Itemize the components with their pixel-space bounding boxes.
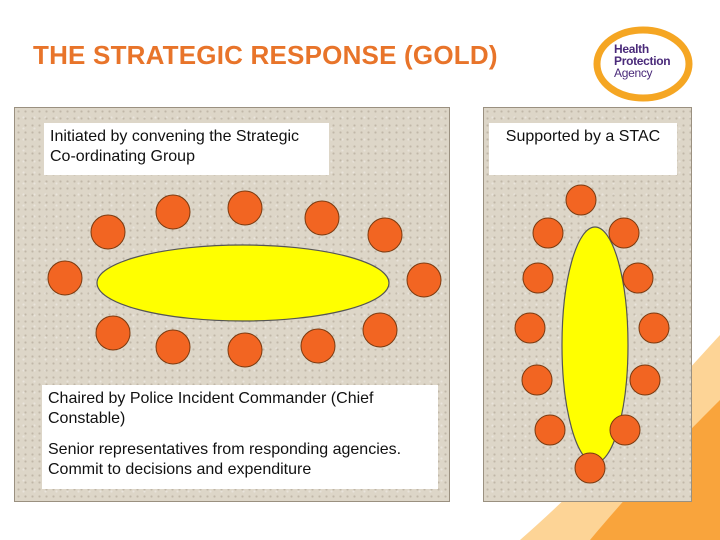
- strategic-group-seat-8: [300, 328, 336, 364]
- stac-seat-5: [622, 262, 654, 294]
- strategic-group-seat-1: [90, 214, 126, 250]
- strategic-group-seat-10: [155, 329, 191, 365]
- stac-seat-3: [608, 217, 640, 249]
- stac-seat-10: [534, 414, 566, 446]
- strategic-group-table: [96, 244, 390, 322]
- strategic-group-seat-9: [227, 332, 263, 368]
- strategic-group-seat-11: [95, 315, 131, 351]
- initiated-by-label: Initiated by convening the Strategic Co-…: [44, 123, 329, 175]
- senior-representatives-text: Senior representatives from responding a…: [48, 441, 402, 478]
- stac-seat-7: [638, 312, 670, 344]
- logo-line-2: Protection: [614, 54, 671, 68]
- slide-title: THE STRATEGIC RESPONSE (GOLD): [33, 40, 498, 70]
- supported-by-label: Supported by a STAC: [489, 123, 677, 175]
- logo-line-1: Health: [614, 42, 649, 56]
- strategic-group-seat-7: [362, 312, 398, 348]
- chaired-by-text: Chaired by Police Incident Commander (Ch…: [48, 390, 374, 427]
- strategic-group-seat-2: [155, 194, 191, 230]
- strategic-group-seats: [47, 190, 442, 368]
- stac-seats: [514, 184, 670, 484]
- strategic-group-seat-4: [304, 200, 340, 236]
- stac-seat-1: [565, 184, 597, 216]
- stac-seat-2: [532, 217, 564, 249]
- stac-seat-11: [609, 414, 641, 446]
- logo-line-3: Agency: [614, 66, 653, 80]
- strategic-group-seat-12: [47, 260, 83, 296]
- hpa-logo-text: Health Protection Agency: [614, 42, 671, 80]
- stac-seat-6: [514, 312, 546, 344]
- stac-seat-9: [629, 364, 661, 396]
- stac-seat-12: [574, 452, 606, 484]
- stac-seat-4: [522, 262, 554, 294]
- stac-seat-8: [521, 364, 553, 396]
- strategic-group-seat-6: [406, 262, 442, 298]
- strategic-group-seat-3: [227, 190, 263, 226]
- strategic-group-seat-5: [367, 217, 403, 253]
- chaired-by-label: Chaired by Police Incident Commander (Ch…: [42, 385, 438, 489]
- hpa-logo-ring-icon: [593, 26, 693, 102]
